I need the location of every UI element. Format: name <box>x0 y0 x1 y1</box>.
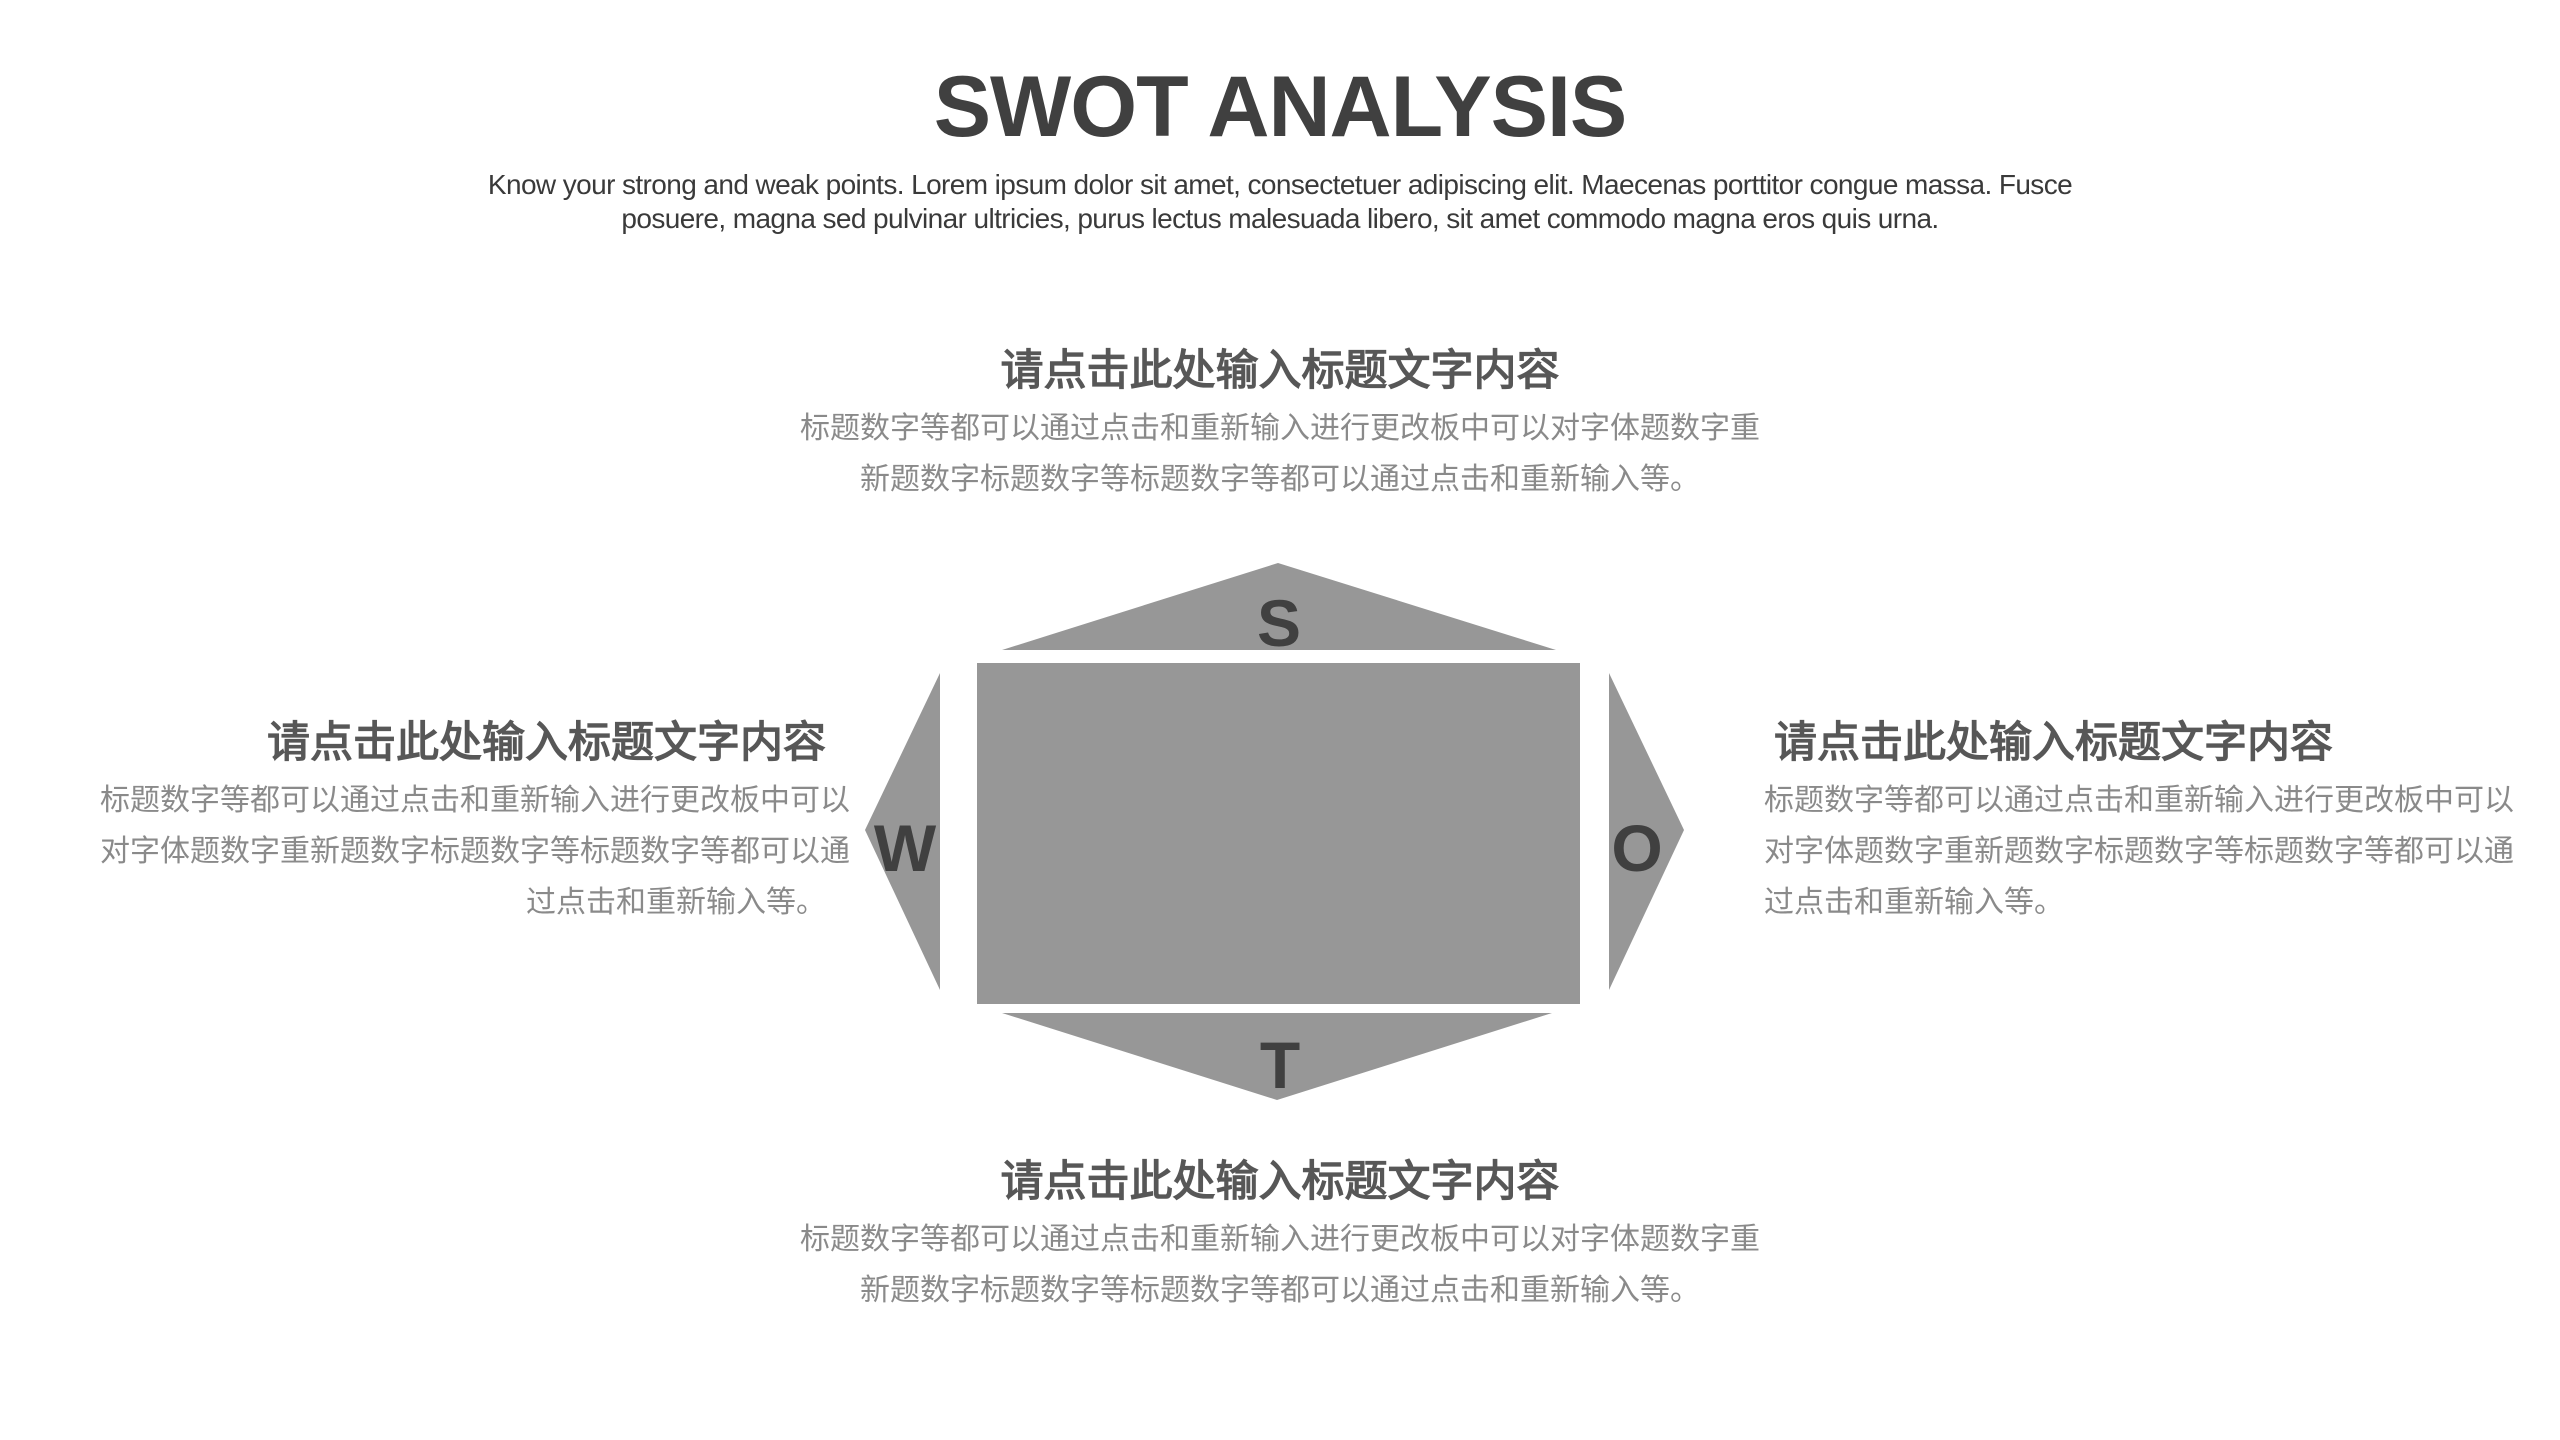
weaknesses-text-block: 请点击此处输入标题文字内容 标题数字等都可以通过点击和重新输入进行更改板中可以 … <box>100 715 850 928</box>
body-line: 对字体题数字重新题数字标题数字等标题数字等都可以通 <box>100 835 850 868</box>
body-line: 新题数字标题数字等标题数字等都可以通过点击和重新输入等。 <box>860 1274 1700 1307</box>
threats-heading[interactable]: 请点击此处输入标题文字内容 <box>1000 1158 1560 1206</box>
weaknesses-triangle[interactable] <box>865 673 940 990</box>
weaknesses-heading[interactable]: 请点击此处输入标题文字内容 <box>267 719 826 767</box>
body-line: 过点击和重新输入等。 <box>1764 886 2064 919</box>
center-rectangle[interactable] <box>977 663 1580 1004</box>
opportunities-heading[interactable]: 请点击此处输入标题文字内容 <box>1774 719 2333 767</box>
letter-w: W <box>873 811 937 885</box>
body-line: 新题数字标题数字等标题数字等都可以通过点击和重新输入等。 <box>860 463 1700 496</box>
strengths-heading[interactable]: 请点击此处输入标题文字内容 <box>1000 347 1560 395</box>
page-title: SWOT ANALYSIS <box>933 59 1628 155</box>
strengths-triangle[interactable] <box>1002 563 1556 650</box>
body-line: 标题数字等都可以通过点击和重新输入进行更改板中可以对字体题数字重 <box>800 412 1760 445</box>
opportunities-text-block: 请点击此处输入标题文字内容 标题数字等都可以通过点击和重新输入进行更改板中可以 … <box>1764 715 2524 928</box>
body-line: 标题数字等都可以通过点击和重新输入进行更改板中可以对字体题数字重 <box>800 1223 1760 1256</box>
body-line: 过点击和重新输入等。 <box>526 886 826 919</box>
strengths-text-block: 请点击此处输入标题文字内容 标题数字等都可以通过点击和重新输入进行更改板中可以对… <box>700 343 1860 505</box>
letter-s: S <box>1256 586 1302 660</box>
body-line: 对字体题数字重新题数字标题数字等标题数字等都可以通 <box>1764 835 2514 868</box>
opportunities-body[interactable]: 标题数字等都可以通过点击和重新输入进行更改板中可以 对字体题数字重新题数字标题数… <box>1764 775 2524 928</box>
strengths-body[interactable]: 标题数字等都可以通过点击和重新输入进行更改板中可以对字体题数字重 新题数字标题数… <box>700 403 1860 505</box>
weaknesses-body[interactable]: 标题数字等都可以通过点击和重新输入进行更改板中可以 对字体题数字重新题数字标题数… <box>100 775 850 928</box>
opportunities-triangle[interactable] <box>1609 673 1684 990</box>
page-subtitle: Know your strong and weak points. Lorem … <box>380 168 2180 236</box>
letter-o: O <box>1611 811 1663 885</box>
letter-t: T <box>1259 1028 1301 1102</box>
threats-text-block: 请点击此处输入标题文字内容 标题数字等都可以通过点击和重新输入进行更改板中可以对… <box>700 1154 1860 1316</box>
body-line: 标题数字等都可以通过点击和重新输入进行更改板中可以 <box>1764 784 2514 817</box>
subtitle-line: posuere, magna sed pulvinar ultricies, p… <box>621 203 1939 234</box>
threats-body[interactable]: 标题数字等都可以通过点击和重新输入进行更改板中可以对字体题数字重 新题数字标题数… <box>700 1214 1860 1316</box>
threats-triangle[interactable] <box>1002 1013 1552 1100</box>
body-line: 标题数字等都可以通过点击和重新输入进行更改板中可以 <box>100 784 850 817</box>
subtitle-line: Know your strong and weak points. Lorem … <box>487 169 2073 200</box>
